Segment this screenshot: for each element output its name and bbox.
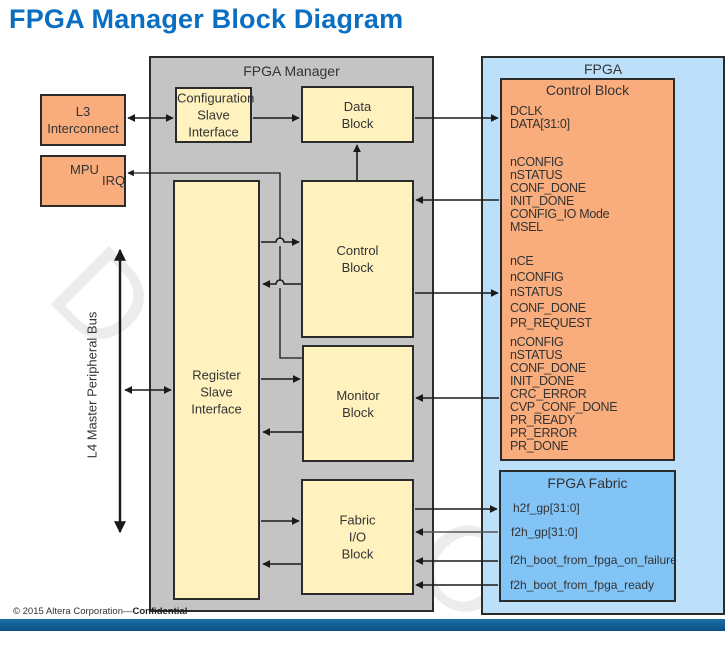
signal-dclk: DCLK <box>510 104 543 118</box>
configuration-slave-interface-block: Configuration Slave Interface <box>175 87 254 143</box>
fpga-manager-caption: FPGA Manager <box>243 63 340 79</box>
irq-label: IRQ <box>102 173 126 188</box>
signal: CVP_CONF_DONE <box>510 400 618 414</box>
label-line: Block <box>342 404 374 420</box>
label-line: Data <box>343 98 372 114</box>
signal-f2h-boot-on-failure: f2h_boot_from_fpga_on_failure <box>510 553 677 567</box>
confidential-text: Confidential <box>132 606 188 617</box>
signal-data: DATA[31:0] <box>510 117 570 131</box>
control-block: Control Block <box>301 180 414 338</box>
signal: CONF_DONE <box>510 300 586 315</box>
signal: nCONFIG <box>510 155 564 169</box>
footer-bar <box>0 619 725 631</box>
monitor-block: Monitor Block <box>302 345 414 462</box>
signal-h2f-gp: h2f_gp[31:0] <box>513 501 580 515</box>
signal-group-config: nCONFIG nSTATUS CONF_DONE INIT_DONE CONF… <box>510 155 610 234</box>
signal: PR_ERROR <box>510 426 578 440</box>
label-line: Monitor <box>336 387 380 403</box>
signal: INIT_DONE <box>510 194 574 208</box>
l3-interconnect-block: L3 Interconnect <box>40 94 126 146</box>
register-slave-interface-block: Register Slave Interface <box>173 180 260 600</box>
data-block: Data Block <box>301 86 414 143</box>
label-line: Fabric <box>339 512 376 528</box>
label-line: Configuration <box>177 90 255 106</box>
signal: nCONFIG <box>510 335 564 349</box>
fpga-caption: FPGA <box>583 61 623 77</box>
signal: nSTATUS <box>510 348 563 362</box>
fpga-fabric-title: FPGA Fabric <box>547 475 628 491</box>
signal: PR_DONE <box>510 439 569 453</box>
signal: nSTATUS <box>510 168 563 182</box>
mpu-label: MPU <box>70 162 99 177</box>
label-line: Register <box>192 367 241 383</box>
signal-group-clock-data: DCLK DATA[31:0] <box>510 105 570 131</box>
fpga-control-block-title: Control Block <box>545 82 630 98</box>
data-block-label: Data Block <box>303 98 412 132</box>
control-block-label: Control Block <box>303 242 412 276</box>
signal: CONF_DONE <box>510 361 586 375</box>
label-line: Slave <box>197 107 230 123</box>
label-line: Block <box>341 260 374 275</box>
signal: PR_REQUEST <box>510 316 592 330</box>
label-line: Block <box>341 115 374 131</box>
signal: PR_READY <box>510 413 575 427</box>
label-line: Interface <box>191 401 242 417</box>
signal: nSTATUS <box>510 285 563 299</box>
register-slave-interface-label: Register Slave Interface <box>175 367 258 418</box>
page-title: FPGA Manager Block Diagram <box>9 4 404 34</box>
signal-group-pr-request: nCE nCONFIG nSTATUS CONF_DONE PR_REQUEST <box>510 254 592 332</box>
signal: CONFIG_IO Mode <box>510 207 610 221</box>
fabric-io-block: Fabric I/O Block <box>301 479 414 595</box>
signal: CRC_ERROR <box>510 387 587 401</box>
label-line: Control <box>336 243 379 258</box>
configuration-slave-interface-label: Configuration Slave Interface <box>177 90 254 141</box>
copyright-footer: © 2015 Altera Corporation—Confidential <box>13 606 187 617</box>
fabric-io-block-label: Fabric I/O Block <box>303 512 412 563</box>
label-line: Interface <box>188 124 239 140</box>
monitor-block-label: Monitor Block <box>304 387 412 421</box>
signal: nCONFIG <box>510 269 564 284</box>
fpga-control-block: Control Block DCLK DATA[31:0] nCONFIG nS… <box>500 78 675 461</box>
l4-bus-label: L4 Master Peripheral Bus <box>84 311 100 459</box>
label-line: Block <box>341 546 374 562</box>
label-line: I/O <box>348 529 367 545</box>
signal: CONF_DONE <box>510 181 586 195</box>
l3-line-2: Interconnect <box>47 121 119 136</box>
signal: MSEL <box>510 220 543 234</box>
mpu-block: MPU IRQ <box>40 155 126 207</box>
copyright-text: © 2015 Altera Corporation— <box>13 606 133 617</box>
signal: nCE <box>510 254 534 268</box>
signal-f2h-boot-ready: f2h_boot_from_fpga_ready <box>510 578 655 592</box>
signal: INIT_DONE <box>510 374 574 388</box>
label-line: Slave <box>200 384 233 400</box>
l3-line-1: L3 <box>75 104 91 119</box>
signal-f2h-gp: f2h_gp[31:0] <box>511 525 578 539</box>
l3-interconnect-label: L3 Interconnect <box>42 103 124 137</box>
fpga-fabric-block: FPGA Fabric h2f_gp[31:0] f2h_gp[31:0] f2… <box>499 470 677 602</box>
signal-group-status: nCONFIG nSTATUS CONF_DONE INIT_DONE CRC_… <box>510 335 618 453</box>
